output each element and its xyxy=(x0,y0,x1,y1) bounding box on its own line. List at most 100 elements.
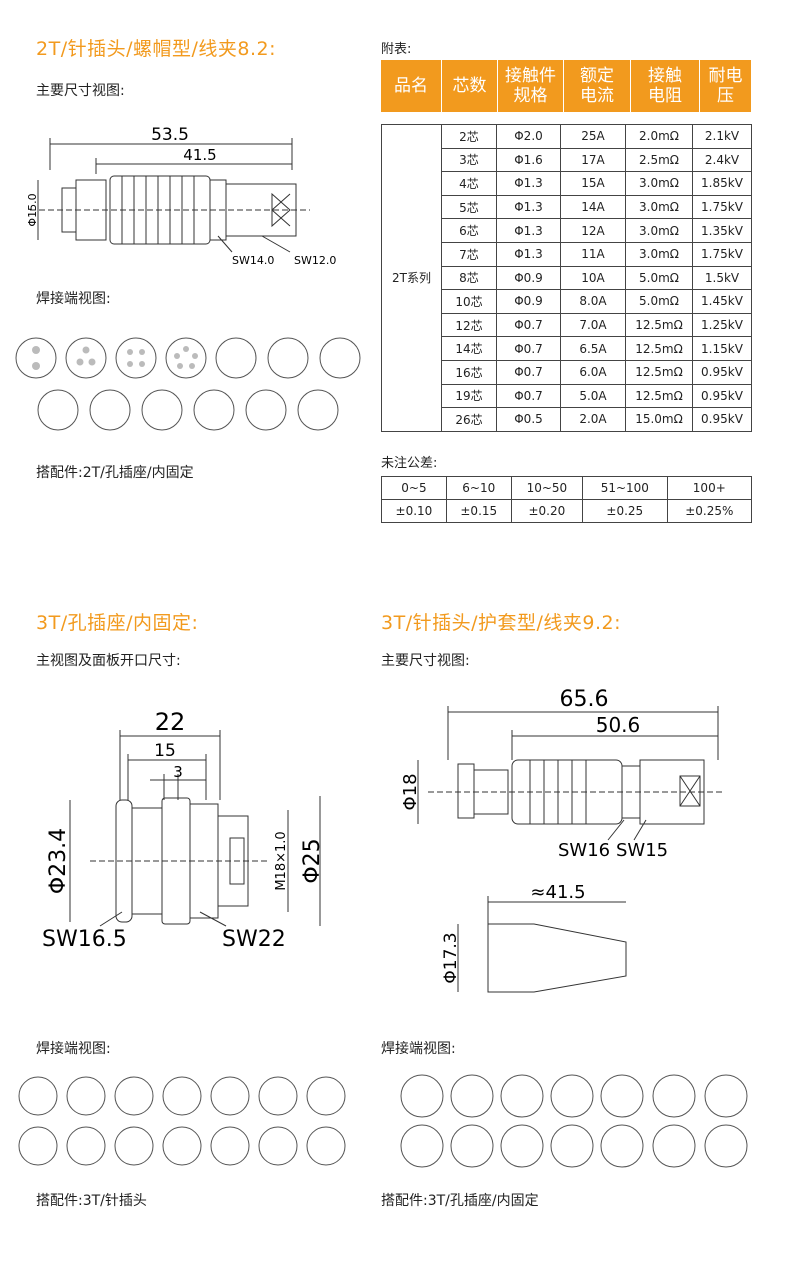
spec-table-header: 品名 芯数 接触件 规格 额定 电流 接触 电阻 耐电压 xyxy=(381,60,751,112)
tol-range: 51~100 xyxy=(582,476,668,500)
table-cell: 5.0mΩ xyxy=(625,289,693,314)
sw-12: SW12.0 xyxy=(294,254,336,267)
solder-view-circles-1 xyxy=(15,337,361,431)
solder-view-label-2: 焊接端视图: xyxy=(36,1041,111,1057)
table-cell: 1.75kV xyxy=(692,194,752,220)
section-title-3t-plug: 3T/针插头/护套型/线夹9.2: xyxy=(381,612,622,634)
header-voltage: 耐电压 xyxy=(699,60,751,112)
table-cell: 3.0mΩ xyxy=(625,171,693,196)
tol-value: ±0.10 xyxy=(381,499,447,523)
table-title: 附表: xyxy=(381,42,412,57)
table-cell: 0.95kV xyxy=(692,407,752,432)
table-cell: Φ1.3 xyxy=(496,171,561,196)
table-cell: 5.0A xyxy=(560,383,626,409)
dim-dia-15: Φ15.0 xyxy=(26,193,39,226)
dim-15: 15 xyxy=(154,741,176,761)
table-cell: 1.25kV xyxy=(692,312,752,338)
sw-22: SW22 xyxy=(222,927,286,952)
tolerance-table: 0~5 6~10 10~50 51~100 100+ ±0.10 ±0.15 ±… xyxy=(381,476,753,523)
tol-value: ±0.25 xyxy=(582,499,668,523)
dim-boot-41-5: ≈41.5 xyxy=(530,882,585,903)
table-cell: 1.35kV xyxy=(692,218,752,243)
mating-part-label-3: 搭配件:3T/孔插座/内固定 xyxy=(381,1193,539,1209)
table-cell: 2.0mΩ xyxy=(625,124,693,149)
header-current: 额定 电流 xyxy=(563,60,631,112)
socket-3t-dimension-drawing: 22 15 3 Φ23.4 M18×1.0 Φ25 SW16.5 SW22 xyxy=(42,708,325,952)
table-cell: 8.0A xyxy=(560,289,626,314)
table-cell: 25A xyxy=(560,124,626,149)
table-cell: 6芯 xyxy=(441,218,497,243)
table-cell: 14A xyxy=(560,194,626,220)
tol-value: ±0.25% xyxy=(666,499,753,523)
table-cell: Φ2.0 xyxy=(496,124,561,149)
table-cell: 1.15kV xyxy=(692,336,752,361)
table-cell: 2.4kV xyxy=(692,147,752,173)
table-cell: Φ1.3 xyxy=(496,194,561,220)
table-cell: 6.5A xyxy=(560,336,626,361)
table-cell: 7芯 xyxy=(441,241,497,267)
table-cell: 2.5mΩ xyxy=(625,147,693,173)
table-cell: 4芯 xyxy=(441,171,497,196)
solder-view-label-3: 焊接端视图: xyxy=(381,1041,456,1057)
table-cell: 12.5mΩ xyxy=(625,312,693,338)
solder-view-circles-2 xyxy=(18,1076,346,1166)
dim-41-5: 41.5 xyxy=(183,146,216,164)
main-view-label: 主视图及面板开口尺寸: xyxy=(36,653,181,669)
dimension-view-label: 主要尺寸视图: xyxy=(36,83,125,99)
sw-16: SW16 xyxy=(558,840,610,861)
table-cell: 1.85kV xyxy=(692,171,752,196)
dim-50-6: 50.6 xyxy=(596,713,641,737)
table-cell: 26芯 xyxy=(441,407,497,432)
dim-dia-18: Φ18 xyxy=(400,773,421,810)
table-cell: 19芯 xyxy=(441,383,497,409)
dim-3: 3 xyxy=(173,763,183,781)
dim-dia-17-3: Φ17.3 xyxy=(441,932,461,983)
table-cell: 1.75kV xyxy=(692,241,752,267)
series-cell: 2T系列 xyxy=(381,124,442,432)
table-cell: 12.5mΩ xyxy=(625,383,693,409)
tol-range: 0~5 xyxy=(381,476,447,500)
table-cell: 10芯 xyxy=(441,289,497,314)
section-title-3t-socket: 3T/孔插座/内固定: xyxy=(36,612,199,634)
table-cell: 1.45kV xyxy=(692,289,752,314)
sw-15: SW15 xyxy=(616,840,668,861)
dim-dia-25: Φ25 xyxy=(300,838,325,883)
table-cell: Φ1.6 xyxy=(496,147,561,173)
table-cell: Φ0.7 xyxy=(496,336,561,361)
table-cell: 11A xyxy=(560,241,626,267)
table-cell: 3芯 xyxy=(441,147,497,173)
table-cell: 17A xyxy=(560,147,626,173)
tol-range: 100+ xyxy=(666,476,753,500)
table-cell: 15A xyxy=(560,171,626,196)
table-cell: Φ0.7 xyxy=(496,312,561,338)
table-cell: 7.0A xyxy=(560,312,626,338)
table-cell: 5.0mΩ xyxy=(625,265,693,291)
mating-part-label-2: 搭配件:3T/针插头 xyxy=(36,1193,147,1209)
header-contact-spec: 接触件 规格 xyxy=(497,60,564,112)
solder-view-label-1: 焊接端视图: xyxy=(36,291,111,307)
sw-14: SW14.0 xyxy=(232,254,274,267)
table-cell: 16芯 xyxy=(441,359,497,385)
table-cell: Φ0.7 xyxy=(496,359,561,385)
table-cell: 5芯 xyxy=(441,194,497,220)
table-cell: 10A xyxy=(560,265,626,291)
table-cell: Φ1.3 xyxy=(496,241,561,267)
table-cell: 8芯 xyxy=(441,265,497,291)
header-pins: 芯数 xyxy=(441,60,498,112)
table-cell: 1.5kV xyxy=(692,265,752,291)
tol-value: ±0.20 xyxy=(510,499,584,523)
dim-m18: M18×1.0 xyxy=(274,831,289,890)
table-cell: 3.0mΩ xyxy=(625,241,693,267)
tol-range: 10~50 xyxy=(510,476,584,500)
